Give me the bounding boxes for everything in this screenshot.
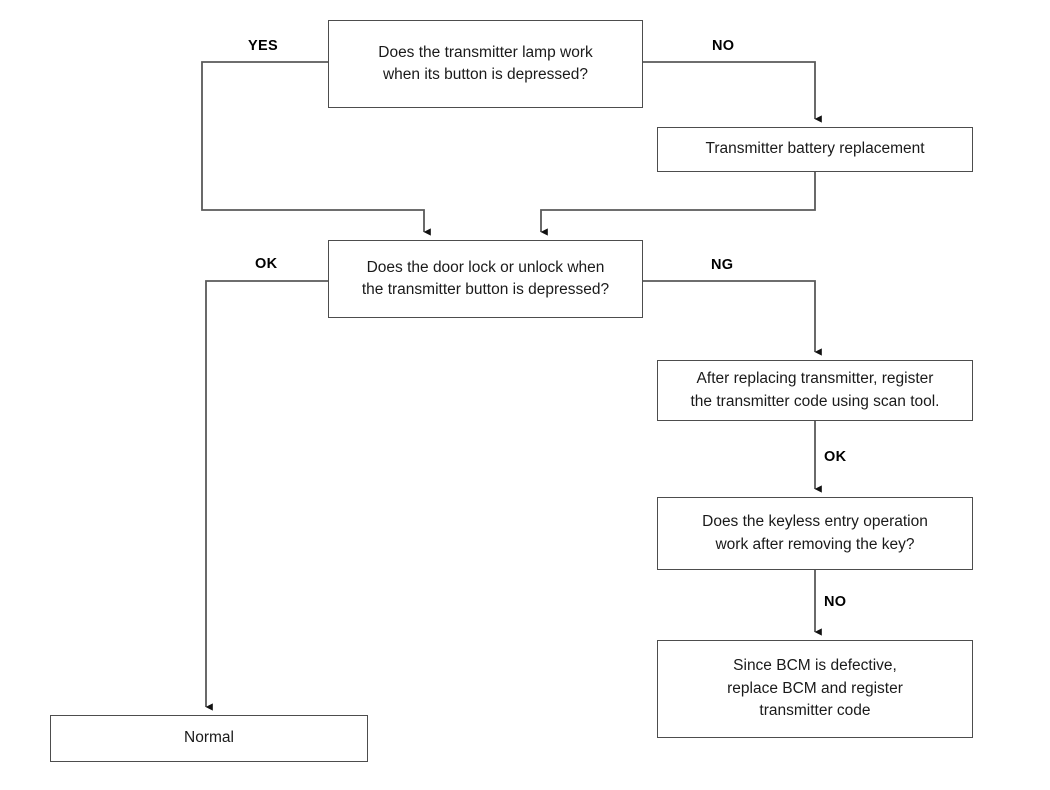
edge-label-ok-doorlock: OK	[255, 256, 278, 272]
node-after-replacing-transmitter-register-code: After replacing transmitter, register th…	[657, 360, 973, 421]
node-label: Since BCM is defective, replace BCM and …	[727, 657, 903, 720]
connector-ng-branch	[643, 280, 822, 356]
node-label: Does the keyless entry operation work af…	[702, 513, 928, 553]
node-label: Does the door lock or unlock when the tr…	[361, 258, 610, 298]
edge-label-ng-doorlock: NG	[711, 257, 734, 273]
node-does-door-lock-or-unlock: Does the door lock or unlock when the tr…	[328, 240, 643, 318]
node-does-keyless-entry-operation-work: Does the keyless entry operation work af…	[657, 497, 973, 570]
edge-label-ok-register: OK	[824, 449, 847, 465]
node-label: Does the transmitter lamp work when its …	[378, 43, 593, 83]
node-since-bcm-is-defective-replace-bcm: Since BCM is defective, replace BCM and …	[657, 640, 973, 738]
node-normal: Normal	[50, 715, 368, 762]
node-transmitter-battery-replacement: Transmitter battery replacement	[657, 127, 973, 172]
connector-ok-branch	[205, 280, 328, 711]
connector-yes-branch	[201, 61, 431, 236]
connector-battery-merge	[540, 172, 816, 236]
edge-label-yes-lamp: YES	[248, 38, 278, 54]
node-label: Transmitter battery replacement	[705, 140, 925, 158]
edge-label-no-lamp: NO	[712, 38, 735, 54]
edge-label-no-keyless: NO	[824, 594, 847, 610]
node-label: After replacing transmitter, register th…	[690, 370, 940, 410]
node-does-transmitter-lamp-work: Does the transmitter lamp work when its …	[328, 20, 643, 108]
connector-no-branch	[643, 61, 822, 123]
node-label: Normal	[184, 729, 234, 747]
